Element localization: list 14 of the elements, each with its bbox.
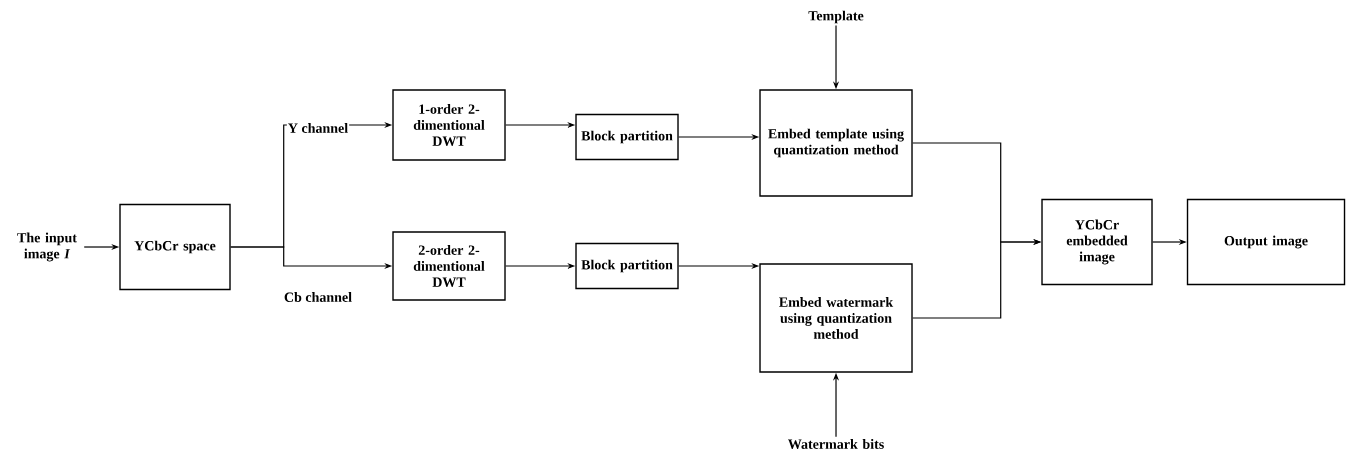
process-box: YCbCr space [119, 203, 231, 291]
process-box: Block partition [575, 113, 679, 161]
input-text: The input image I [17, 232, 77, 262]
process-box: 2-order 2-dimentional DWT [392, 231, 506, 301]
input-text: Watermark bits [788, 439, 884, 449]
process-box: 1-order 2-dimentional DWT [392, 89, 506, 161]
process-box: YCbCr embedded image [1041, 198, 1153, 286]
edge-label: Cb channel [282, 291, 354, 303]
process-box: Embed template using quantization method [759, 89, 913, 197]
input-text: Template [808, 10, 864, 24]
process-box: Output image [1186, 198, 1346, 286]
process-box: Block partition [575, 242, 679, 290]
process-box: Embed watermark using quantization method [759, 263, 913, 373]
edge-label: Y channel [286, 122, 350, 134]
